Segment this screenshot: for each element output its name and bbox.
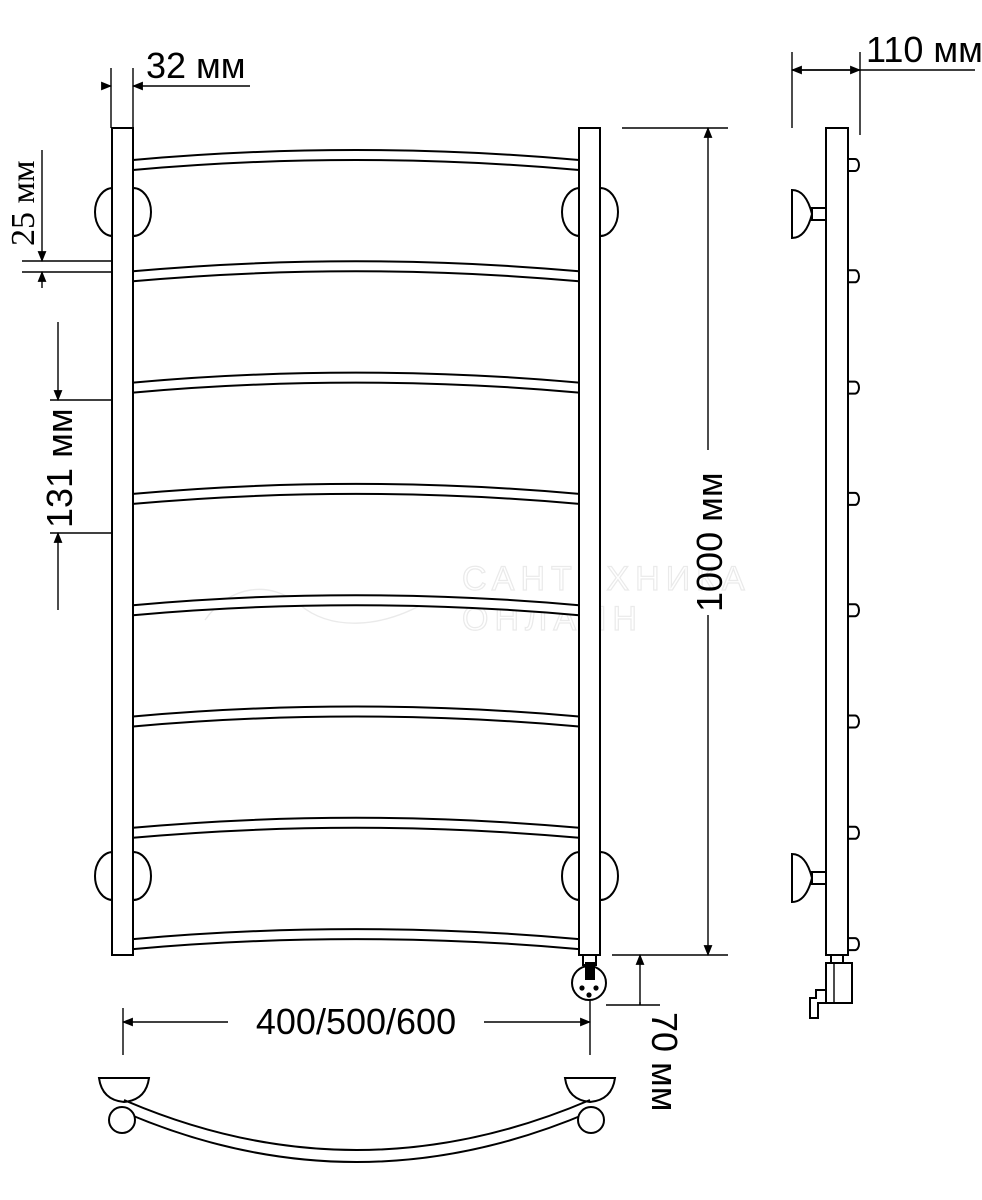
dim-wall-gap: 25 мм xyxy=(5,150,113,288)
side-rung-stub xyxy=(847,158,860,172)
top-upright-right xyxy=(577,1106,605,1134)
rung xyxy=(132,149,580,172)
side-rung-stub xyxy=(847,491,860,506)
rung xyxy=(132,371,580,394)
top-upright-left xyxy=(108,1106,136,1134)
pin-left xyxy=(579,985,585,991)
side-rung-stub xyxy=(847,269,860,284)
top-rung-inner xyxy=(123,1099,591,1151)
dim-tube-width: 32 мм xyxy=(101,45,250,128)
label-rung-pitch: 131 мм xyxy=(39,408,80,528)
rung xyxy=(132,482,580,505)
wall-brackets xyxy=(94,186,619,902)
dim-bottom-offset: 70 мм xyxy=(606,953,685,1112)
label-height: 1000 мм xyxy=(689,472,730,612)
dim-rung-pitch: 131 мм xyxy=(39,322,113,610)
bracket-bottom-left xyxy=(94,850,114,902)
side-heater xyxy=(809,954,853,1019)
side-bracket-bottom xyxy=(791,852,814,904)
side-bracket-bottom-stem xyxy=(811,871,827,885)
right-upright xyxy=(578,127,601,956)
side-upright xyxy=(825,127,849,956)
top-view xyxy=(97,1077,617,1163)
label-tube-width: 32 мм xyxy=(146,45,246,86)
side-rung-stub xyxy=(847,714,860,729)
side-view: 110 мм xyxy=(790,29,982,1019)
side-heater-body xyxy=(825,962,853,1004)
front-view xyxy=(94,127,619,1001)
label-bottom-offset: 70 мм xyxy=(644,1012,685,1112)
watermark-line1: САНТЕХНИКА xyxy=(462,560,751,598)
side-bracket-top-stem xyxy=(811,207,827,221)
side-bracket-top xyxy=(791,188,814,240)
top-bracket-right xyxy=(563,1077,617,1104)
side-rung-stub xyxy=(847,825,860,840)
side-rung-stub xyxy=(847,603,860,618)
bracket-bottom-right-r xyxy=(599,850,619,902)
heater-connector xyxy=(571,954,607,1001)
top-bracket-left xyxy=(97,1077,151,1104)
side-rung-stub xyxy=(847,380,860,395)
bracket-bottom-left-r xyxy=(132,850,152,902)
bracket-top-left xyxy=(94,186,114,238)
pin-right xyxy=(593,985,599,991)
side-heater-neck xyxy=(830,954,844,964)
side-rung-stubs xyxy=(847,158,860,952)
label-width: 400/500/600 xyxy=(256,1001,456,1042)
dim-width: 400/500/600 xyxy=(121,1000,592,1055)
side-brackets xyxy=(791,188,827,904)
rung xyxy=(132,260,580,283)
dim-depth: 110 мм xyxy=(790,29,982,135)
side-heater-plug xyxy=(809,989,827,1019)
label-wall-gap: 25 мм xyxy=(5,160,42,246)
dim-height: 1000 мм xyxy=(612,126,730,957)
bracket-top-right xyxy=(561,186,581,238)
rung xyxy=(132,816,580,839)
bracket-top-left-r xyxy=(132,186,152,238)
rung xyxy=(132,928,580,951)
rung xyxy=(132,705,580,728)
left-upright xyxy=(111,127,134,956)
top-rung-outer xyxy=(123,1111,591,1163)
bracket-top-right-r xyxy=(599,186,619,238)
rungs xyxy=(132,149,580,951)
pin-bottom xyxy=(586,992,592,998)
connector-plug xyxy=(585,962,595,980)
side-rung-stub xyxy=(847,937,860,952)
bracket-bottom-right xyxy=(561,850,581,902)
label-depth: 110 мм xyxy=(866,29,982,70)
